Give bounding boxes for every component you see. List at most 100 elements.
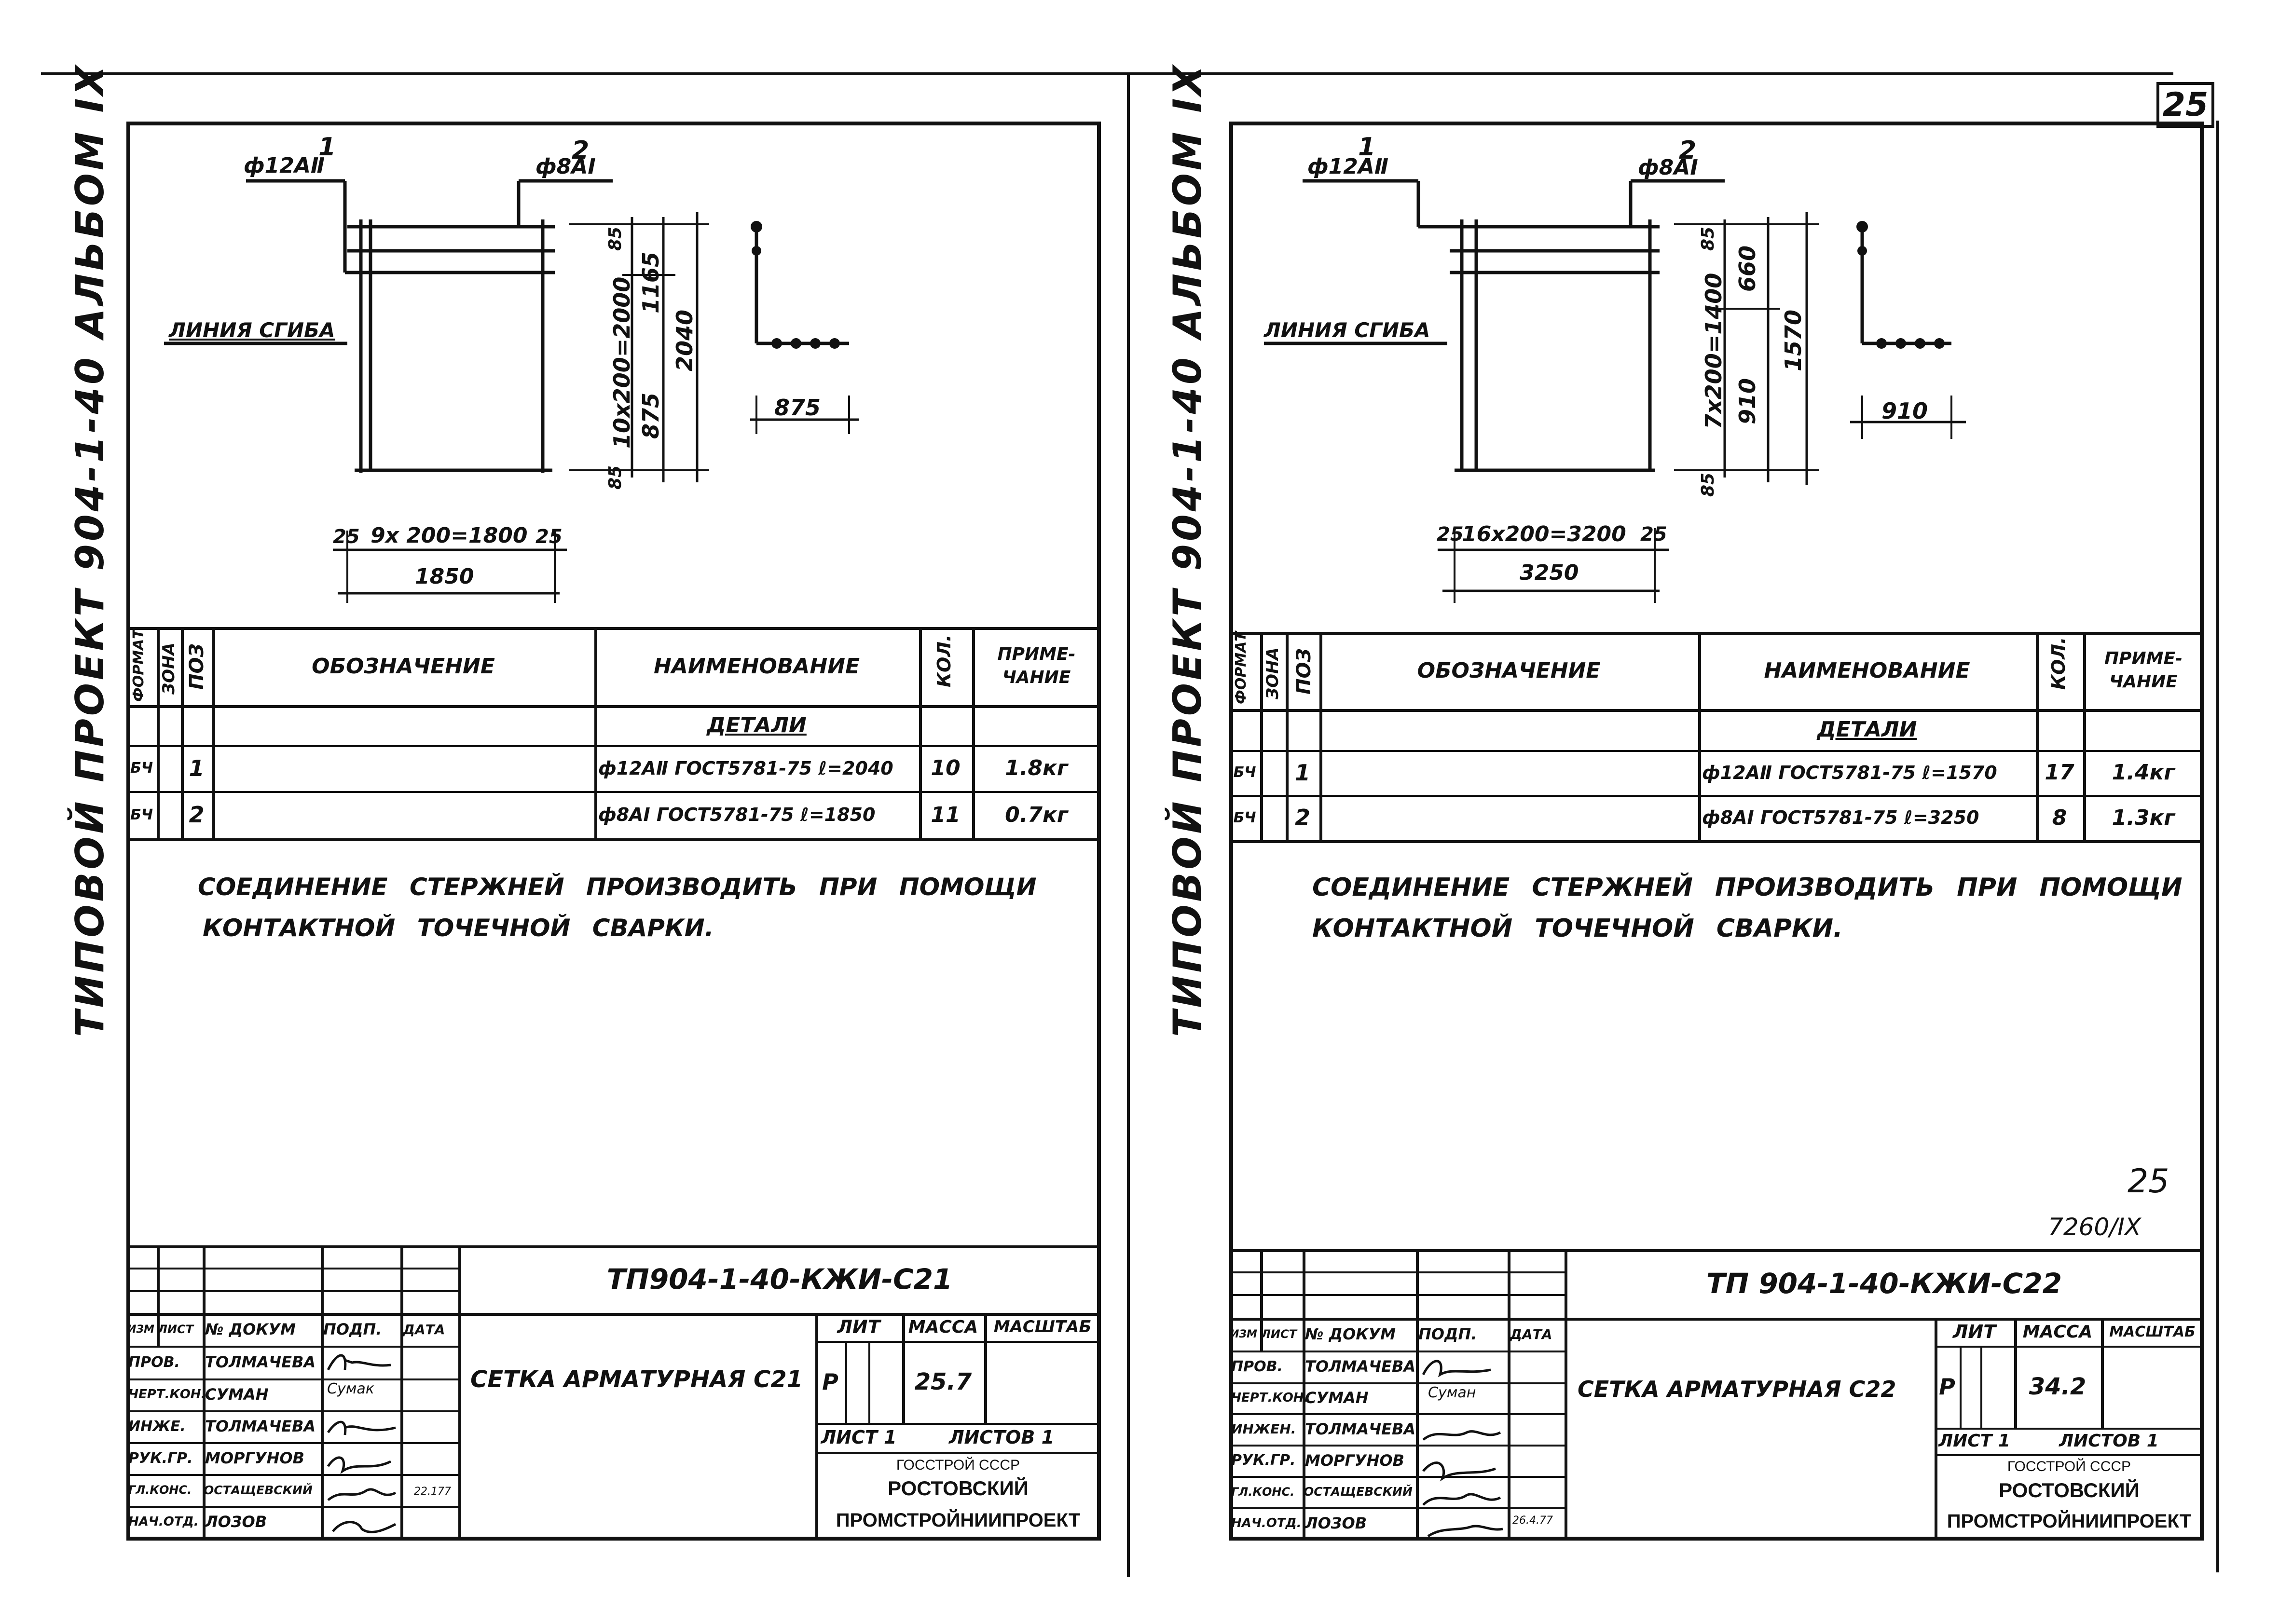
sheet2-stamp-col-sign: ПОДП. bbox=[1418, 1325, 1477, 1343]
sheet1-stamp-col-list: ЛИСТ bbox=[158, 1323, 194, 1336]
sheet2-leader2-label: ф8АⅠ bbox=[1638, 155, 1698, 180]
sheet1-row1-note: 1.8кг bbox=[1005, 756, 1068, 780]
page-number: 25 bbox=[2162, 86, 2209, 124]
sheet2-stamp-line bbox=[1229, 1476, 1565, 1478]
sheet1-stamp-col bbox=[157, 1245, 160, 1348]
sheet1-stamp-col bbox=[845, 1341, 847, 1423]
sheet2-col-line bbox=[1698, 632, 1701, 840]
sheet2-stamp-col-date: ДАТА bbox=[1510, 1326, 1552, 1342]
sheet2-stamp-col bbox=[1416, 1249, 1419, 1541]
sheet2-stamp-title: СЕТКА АРМАТУРНАЯ С22 bbox=[1578, 1376, 1896, 1402]
sheet1-stamp-col bbox=[868, 1341, 870, 1423]
sheet2-dim-overall: 3250 bbox=[1520, 560, 1579, 585]
sheet1-stamp-line bbox=[126, 1442, 459, 1444]
sheet1-stamp-col bbox=[902, 1313, 905, 1423]
sheet2-dim-bend: 910 bbox=[1881, 398, 1928, 424]
sheet1-dim-horizontal: 9x 200=1800 bbox=[371, 523, 528, 548]
sheet2-role-3: ИНЖЕН. bbox=[1231, 1421, 1296, 1437]
sheet2-frame bbox=[1229, 122, 2204, 1541]
sheet2-sheets-label: ЛИСТОВ 1 bbox=[2059, 1431, 2159, 1451]
sheet1-role-5: ГЛ.КОНС. bbox=[128, 1483, 192, 1497]
sheet2-mass-value: 34.2 bbox=[2029, 1373, 2087, 1400]
sheet2-dim-1570: 1570 bbox=[1780, 309, 1806, 371]
sheet1-col-line bbox=[157, 627, 160, 838]
sheet2-sheet-label: ЛИСТ 1 bbox=[1938, 1431, 2010, 1451]
sheet1-dim-bend: 875 bbox=[774, 395, 821, 421]
sheet2-person-6: ЛОЗОВ bbox=[1305, 1514, 1367, 1532]
sheet2-lit-value: Р bbox=[1939, 1374, 1955, 1400]
sheet1-stamp-col bbox=[984, 1313, 987, 1423]
sheet2-stamp-col bbox=[2101, 1318, 2104, 1428]
sheet2-org2: РОСТОВСКИЙ bbox=[1999, 1478, 2140, 1501]
sheet2-row2-format: БЧ bbox=[1233, 809, 1256, 826]
sheet2-person-3: ТОЛМАЧЕВА bbox=[1305, 1419, 1416, 1438]
sheet2-table-bottom bbox=[1229, 840, 2204, 843]
sheet1-stamp-code-bottom bbox=[126, 1313, 1101, 1316]
sheet1-col-designation: ОБОЗНАЧЕНИЕ bbox=[312, 654, 495, 679]
sheet2-col-qty: КОЛ. bbox=[2048, 637, 2069, 690]
sheet2-dim-top: 85 bbox=[1698, 226, 1718, 251]
sheet1-col-line bbox=[972, 627, 975, 838]
sheet2-col-pos: ПОЗ bbox=[1293, 648, 1315, 695]
sheet1-stamp-col bbox=[203, 1245, 206, 1541]
sheet1-col-qty: КОЛ. bbox=[934, 634, 955, 687]
sheet1-stamp-line bbox=[126, 1346, 459, 1348]
sheet1-stamp-col bbox=[458, 1245, 461, 1541]
sheet1-signatures bbox=[327, 1354, 397, 1533]
sheet2-page-mark: 25 bbox=[2128, 1162, 2169, 1201]
sheet2-row1-pos: 1 bbox=[1294, 759, 1310, 786]
sheet1-row1-qty: 10 bbox=[931, 756, 961, 780]
sheet2-dim-bottom-small: 85 bbox=[1698, 472, 1718, 497]
sheet1-stamp-line bbox=[126, 1378, 459, 1380]
sheet2-mass-label: МАССА bbox=[2022, 1322, 2093, 1342]
sheet2-stamp-col bbox=[1565, 1249, 1567, 1541]
sheet1-role-4: РУК.ГР. bbox=[128, 1449, 193, 1467]
sheet1-leader2-label: ф8АⅠ bbox=[535, 154, 596, 179]
sheet2-col-designation: ОБОЗНАЧЕНИЕ bbox=[1417, 658, 1601, 683]
sheet1-person-6: ЛОЗОВ bbox=[205, 1513, 267, 1531]
sheet2-stamp-line bbox=[1229, 1507, 1565, 1509]
sheet1-leader1-num: 1 bbox=[318, 133, 336, 162]
sheet1-stamp-line bbox=[126, 1506, 459, 1508]
sheet1-stamp-line bbox=[126, 1290, 459, 1292]
sheet1-table-bottom bbox=[126, 838, 1101, 841]
sheet1-stamp-line bbox=[126, 1410, 459, 1412]
sheet2-leader2-num: 2 bbox=[1679, 136, 1697, 165]
sheet1-org1: ГОССТРОЙ СССР bbox=[896, 1457, 1020, 1473]
sheet1-sheets-label: ЛИСТОВ 1 bbox=[948, 1427, 1055, 1448]
sheet2-bend-line-label: ЛИНИЯ СГИБА bbox=[1264, 318, 1430, 342]
sheet1-col-pos: ПОЗ bbox=[186, 643, 208, 690]
sheet2-row1-name: ф12АⅡ ГОСТ5781-75 ℓ=1570 bbox=[1702, 762, 1997, 783]
sheet1-date: 22.177 bbox=[414, 1486, 451, 1498]
sheet2-stamp-col bbox=[1980, 1346, 1982, 1428]
sheet2-person-2: СУМАН bbox=[1305, 1389, 1369, 1407]
sheet1-stamp-col-izm: ИЗМ bbox=[127, 1323, 154, 1336]
sheet1-table-header-bottom bbox=[126, 705, 1101, 708]
sheet2-scale-label: МАСШТАБ bbox=[2109, 1323, 2196, 1340]
sheet2-sig-text: Суман bbox=[1428, 1384, 1476, 1401]
sheet1-leader2-num: 2 bbox=[572, 136, 590, 165]
sheet2-signatures bbox=[1422, 1360, 1503, 1538]
sheet2-col-format: ФОРМАТ bbox=[1233, 631, 1249, 704]
sheet2-stamp-line bbox=[1229, 1271, 1565, 1273]
sheet2-col-line bbox=[1260, 632, 1263, 840]
sheet1-stamp-col-doc: № ДОКУМ bbox=[205, 1320, 296, 1338]
sheet1-row2-format: БЧ bbox=[130, 806, 153, 823]
sheet1-stamp-top bbox=[126, 1245, 1101, 1248]
sheet2-row2-note: 1.3кг bbox=[2112, 805, 2175, 830]
sheet2-org1: ГОССТРОЙ СССР bbox=[2007, 1458, 2131, 1474]
sheet1-role-1: ПРОВ. bbox=[128, 1353, 180, 1371]
sheet2-col-note: ПРИМЕ- ЧАНИЕ bbox=[2104, 649, 2183, 692]
sheet2-stamp-col bbox=[1260, 1249, 1263, 1352]
sheet2-role-2: ЧЕРТ.КОН. bbox=[1231, 1391, 1309, 1405]
sheet1-person-2: СУМАН bbox=[205, 1385, 269, 1404]
sheet2-col-line bbox=[2083, 632, 2086, 840]
sheet1-stamp-col-date: ДАТА bbox=[403, 1321, 445, 1337]
sheet1-row2-note: 0.7кг bbox=[1005, 802, 1068, 827]
center-fold-line bbox=[1127, 72, 1130, 1577]
sheet2-album-mark: 7260/IX bbox=[2048, 1213, 2142, 1241]
sheet1-scale-label: МАСШТАБ bbox=[993, 1317, 1092, 1337]
sheet2-date: 26.4.77 bbox=[1512, 1515, 1553, 1527]
sheet2-stamp-line bbox=[1935, 1428, 2204, 1430]
page-number-box bbox=[2156, 82, 2214, 128]
